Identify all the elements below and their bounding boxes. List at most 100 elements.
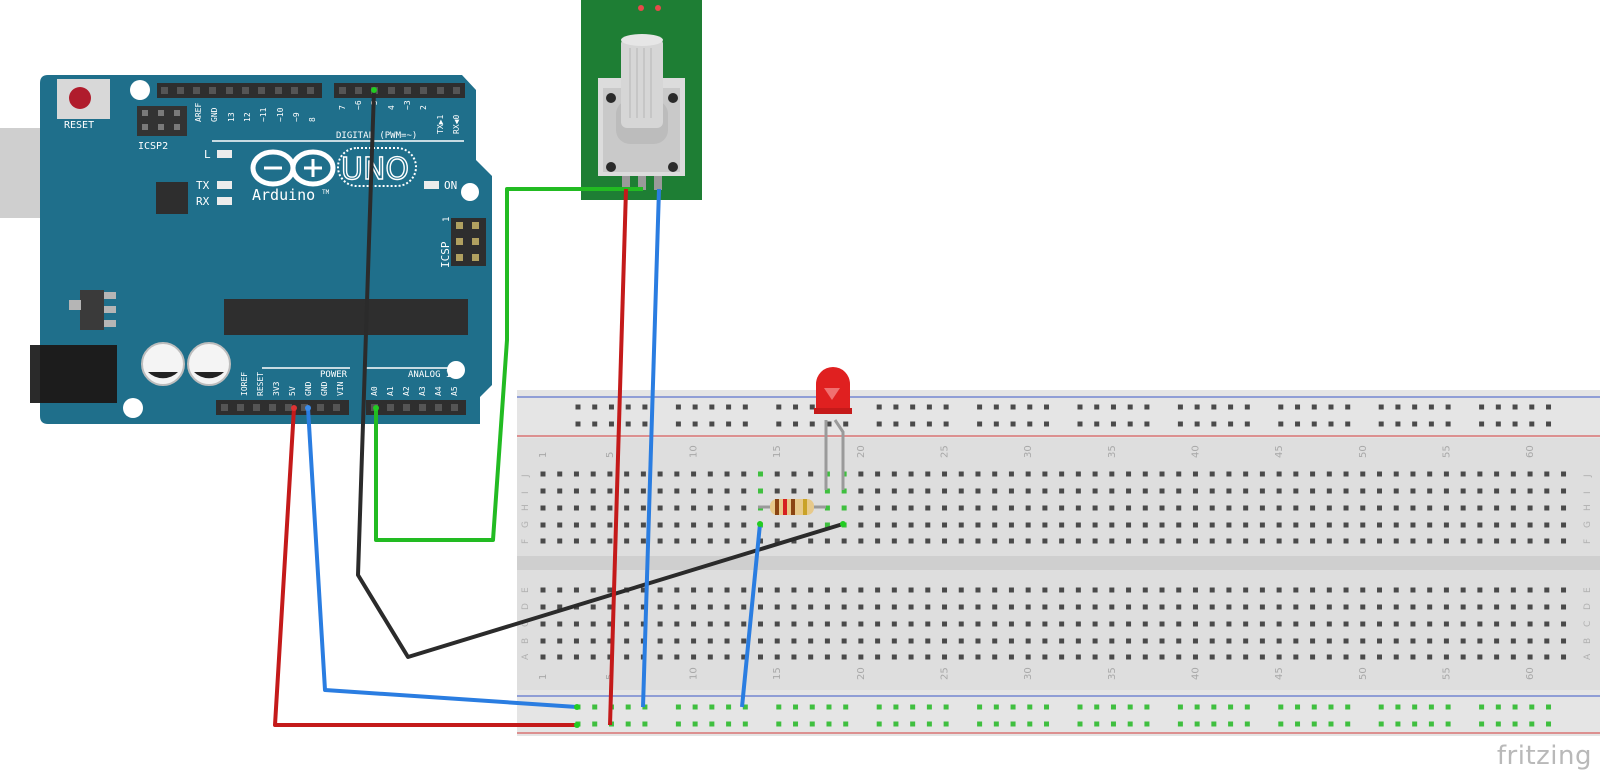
breadboard-hole[interactable] (1561, 638, 1567, 644)
breadboard-hole[interactable] (1144, 704, 1150, 710)
breadboard-hole[interactable] (1209, 638, 1215, 644)
breadboard-hole[interactable] (1127, 404, 1133, 410)
breadboard-hole[interactable] (858, 488, 864, 494)
breadboard-hole[interactable] (1276, 522, 1282, 528)
breadboard-hole[interactable] (1360, 621, 1366, 627)
breadboard-hole[interactable] (1561, 522, 1567, 528)
breadboard-hole[interactable] (993, 421, 999, 427)
breadboard-hole[interactable] (774, 471, 780, 477)
breadboard-hole[interactable] (691, 587, 697, 593)
breadboard-hole[interactable] (1092, 654, 1098, 660)
breadboard-hole[interactable] (1092, 621, 1098, 627)
breadboard-hole[interactable] (691, 488, 697, 494)
breadboard-hole[interactable] (674, 621, 680, 627)
breadboard-hole[interactable] (1293, 654, 1299, 660)
breadboard-hole[interactable] (1510, 654, 1516, 660)
breadboard-hole[interactable] (557, 638, 563, 644)
breadboard-hole[interactable] (757, 654, 763, 660)
breadboard-hole[interactable] (975, 587, 981, 593)
breadboard-hole[interactable] (1529, 404, 1535, 410)
breadboard-hole[interactable] (1510, 587, 1516, 593)
breadboard-hole[interactable] (726, 421, 732, 427)
breadboard-hole[interactable] (926, 704, 932, 710)
breadboard-hole[interactable] (1377, 654, 1382, 660)
breadboard-hole[interactable] (607, 654, 613, 660)
breadboard-hole[interactable] (1427, 638, 1433, 644)
breadboard-hole[interactable] (674, 654, 680, 660)
breadboard-hole[interactable] (590, 488, 596, 494)
breadboard-hole[interactable] (908, 488, 914, 494)
breadboard-hole[interactable] (993, 704, 999, 710)
breadboard-hole[interactable] (1510, 505, 1516, 511)
breadboard-hole[interactable] (1527, 522, 1533, 528)
breadboard-hole[interactable] (858, 587, 864, 593)
breadboard-hole[interactable] (875, 621, 881, 627)
breadboard-hole[interactable] (808, 587, 814, 593)
led[interactable] (814, 367, 852, 490)
breadboard-hole[interactable] (925, 638, 931, 644)
breadboard-hole[interactable] (1326, 488, 1332, 494)
breadboard-hole[interactable] (910, 421, 916, 427)
breadboard-hole[interactable] (1443, 471, 1449, 477)
breadboard-hole[interactable] (776, 721, 782, 727)
breadboard-hole[interactable] (993, 404, 999, 410)
breadboard-hole[interactable] (757, 638, 763, 644)
breadboard-hole[interactable] (1527, 538, 1533, 544)
breadboard-hole[interactable] (1561, 538, 1567, 544)
breadboard-hole[interactable] (741, 654, 747, 660)
breadboard-hole[interactable] (1494, 488, 1500, 494)
breadboard-hole[interactable] (1427, 471, 1433, 477)
breadboard-hole[interactable] (1561, 587, 1567, 593)
breadboard-hole[interactable] (891, 538, 897, 544)
breadboard-hole[interactable] (992, 488, 998, 494)
breadboard-hole[interactable] (774, 587, 780, 593)
breadboard-hole[interactable] (1176, 621, 1182, 627)
breadboard-hole[interactable] (1008, 604, 1014, 610)
breadboard-hole[interactable] (1343, 505, 1349, 511)
breadboard-hole[interactable] (1512, 704, 1518, 710)
breadboard-hole[interactable] (1561, 471, 1567, 477)
breadboard-hole[interactable] (1295, 421, 1301, 427)
breadboard-hole[interactable] (1427, 654, 1433, 660)
breadboard-hole[interactable] (573, 488, 579, 494)
breadboard-hole[interactable] (1326, 604, 1332, 610)
breadboard-hole[interactable] (992, 654, 998, 660)
breadboard-hole[interactable] (1077, 421, 1083, 427)
breadboard-hole[interactable] (925, 505, 931, 511)
breadboard-hole[interactable] (1194, 421, 1200, 427)
breadboard-hole[interactable] (1310, 604, 1316, 610)
breadboard-hole[interactable] (1345, 721, 1351, 727)
breadboard-hole[interactable] (1177, 704, 1183, 710)
breadboard-hole[interactable] (1377, 505, 1382, 511)
breadboard-hole[interactable] (726, 404, 732, 410)
breadboard-hole[interactable] (1209, 587, 1215, 593)
breadboard-hole[interactable] (1326, 654, 1332, 660)
breadboard-hole[interactable] (724, 621, 730, 627)
breadboard-hole[interactable] (1211, 421, 1217, 427)
breadboard-hole[interactable] (1326, 505, 1332, 511)
breadboard-hole[interactable] (1059, 638, 1065, 644)
breadboard-hole[interactable] (1477, 654, 1483, 660)
breadboard-hole[interactable] (1445, 704, 1451, 710)
breadboard-hole[interactable] (1378, 404, 1384, 410)
breadboard-hole[interactable] (1495, 704, 1501, 710)
breadboard-hole[interactable] (1527, 587, 1533, 593)
breadboard-hole[interactable] (1544, 522, 1550, 528)
breadboard-hole[interactable] (1393, 471, 1399, 477)
breadboard-hole[interactable] (1276, 654, 1282, 660)
breadboard-hole[interactable] (741, 638, 747, 644)
breadboard-hole[interactable] (1310, 654, 1316, 660)
breadboard-hole[interactable] (1561, 505, 1567, 511)
breadboard-hole[interactable] (1177, 404, 1183, 410)
breadboard-hole[interactable] (1127, 704, 1133, 710)
breadboard-hole[interactable] (1092, 488, 1098, 494)
breadboard-hole[interactable] (975, 638, 981, 644)
breadboard-hole[interactable] (557, 654, 563, 660)
breadboard-hole[interactable] (624, 538, 630, 544)
breadboard-hole[interactable] (926, 421, 932, 427)
power-5v-wire[interactable] (273, 407, 577, 727)
breadboard-hole[interactable] (1343, 638, 1349, 644)
breadboard-hole[interactable] (1142, 471, 1148, 477)
breadboard-hole[interactable] (1494, 604, 1500, 610)
breadboard-hole[interactable] (1228, 704, 1234, 710)
